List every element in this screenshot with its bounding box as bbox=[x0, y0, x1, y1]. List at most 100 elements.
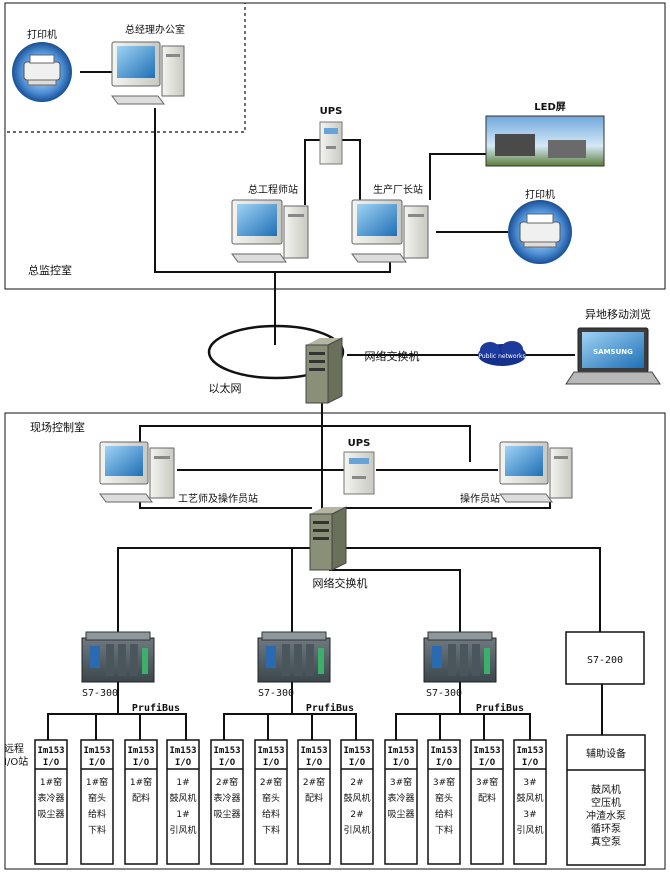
chief-engineer-pc bbox=[231, 199, 309, 263]
io-module-io: I/O bbox=[349, 758, 366, 768]
printer-top-label: 打印机 bbox=[27, 28, 57, 41]
public-networks-label: Public networks bbox=[478, 353, 525, 360]
aux-item: 循环泵 bbox=[591, 822, 621, 835]
io-module-model: Im153 bbox=[473, 746, 500, 756]
printer-right-label: 打印机 bbox=[525, 188, 555, 201]
field-control-border bbox=[4, 412, 666, 870]
public-network-cloud: Public networks bbox=[478, 341, 526, 366]
io-module-model: Im153 bbox=[387, 746, 414, 756]
gm-office-border bbox=[7, 3, 246, 133]
io-module-line: 表冷器 bbox=[37, 792, 64, 804]
operator-station-label: 操作员站 bbox=[460, 492, 500, 505]
io-module-line: 引风机 bbox=[343, 824, 370, 836]
io-module-line: 配料 bbox=[478, 792, 496, 804]
io-module-model: Im153 bbox=[257, 746, 284, 756]
chief-engineer-label: 总工程师站 bbox=[248, 183, 298, 196]
remote-io-label-1: 远程 bbox=[4, 743, 24, 755]
io-module-io: I/O bbox=[133, 758, 150, 768]
io-module-line: 窑头 bbox=[88, 792, 106, 804]
engineer-operator-pc bbox=[99, 441, 175, 503]
aux-title: 辅助设备 bbox=[586, 747, 626, 760]
io-module-line: 3#窑 bbox=[433, 776, 455, 788]
io-module-box bbox=[470, 739, 504, 865]
bus-label-3: PrufiBus bbox=[476, 702, 524, 714]
remote-io-label-2: I/O站 bbox=[4, 755, 28, 768]
plc-label-1: S7-300 bbox=[82, 688, 118, 699]
io-module-line: 吸尘器 bbox=[387, 809, 414, 820]
io-module-line: 引风机 bbox=[169, 824, 196, 836]
ups-top-label: UPS bbox=[320, 106, 343, 117]
io-module-line: 下料 bbox=[262, 824, 280, 836]
operator-pc bbox=[499, 441, 573, 503]
io-module-line: 鼓风机 bbox=[516, 792, 543, 804]
io-module-model: Im153 bbox=[343, 746, 370, 756]
plc-label-3: S7-300 bbox=[426, 688, 462, 699]
switch-mid-label: 网络交换机 bbox=[313, 576, 368, 590]
io-module-box bbox=[384, 739, 418, 865]
laptop-brand: SAMSUNG bbox=[593, 348, 633, 356]
io-module-box bbox=[297, 739, 331, 865]
io-module-io: I/O bbox=[89, 758, 106, 768]
bus-label-1: PrufiBus bbox=[132, 702, 180, 714]
switch-mid bbox=[309, 506, 347, 571]
plc-label-2: S7-300 bbox=[258, 688, 294, 699]
plc-unit-3 bbox=[423, 631, 497, 683]
io-module-line: 1#窑 bbox=[86, 776, 108, 788]
io-module-line: 给料 bbox=[435, 808, 453, 820]
io-module-io: I/O bbox=[219, 758, 236, 768]
io-module-line: 表冷器 bbox=[213, 792, 240, 804]
laptop: SAMSUNG bbox=[565, 327, 661, 385]
io-module-model: Im153 bbox=[37, 746, 64, 756]
io-module-model: Im153 bbox=[300, 746, 327, 756]
io-module-line: 2# bbox=[350, 778, 363, 788]
plc-unit-1 bbox=[81, 631, 155, 683]
io-module-box bbox=[34, 739, 68, 865]
aux-item: 冲渣水泵 bbox=[586, 809, 626, 822]
io-module-line: 1#窑 bbox=[40, 776, 62, 788]
io-module-io: I/O bbox=[479, 758, 496, 768]
io-module-line: 窑头 bbox=[435, 792, 453, 804]
ethernet-label: 以太网 bbox=[209, 382, 242, 395]
ethernet-ring bbox=[207, 324, 345, 380]
io-module-box bbox=[80, 739, 114, 865]
io-module-box bbox=[254, 739, 288, 865]
io-module-line: 3# bbox=[523, 810, 536, 820]
central-control-label: 总监控室 bbox=[28, 263, 72, 277]
io-module-line: 吸尘器 bbox=[37, 809, 64, 820]
switch-top bbox=[305, 337, 343, 404]
io-module-box bbox=[513, 739, 547, 865]
io-module-line: 下料 bbox=[88, 824, 106, 836]
io-module-line: 1#窑 bbox=[130, 776, 152, 788]
io-module-box bbox=[340, 739, 374, 865]
io-module-line: 窑头 bbox=[262, 792, 280, 804]
io-module-line: 鼓风机 bbox=[169, 792, 196, 804]
io-module-model: Im153 bbox=[430, 746, 457, 756]
aux-item: 真空泵 bbox=[591, 835, 621, 848]
io-module-line: 3# bbox=[523, 778, 536, 788]
field-control-label: 现场控制室 bbox=[30, 420, 85, 434]
factory-director-pc bbox=[351, 199, 429, 263]
io-module-line: 鼓风机 bbox=[343, 792, 370, 804]
io-module-line: 1# bbox=[176, 810, 189, 820]
ups-mid-label: UPS bbox=[348, 438, 371, 449]
switch-top-label: 网络交换机 bbox=[365, 349, 420, 363]
aux-item: 鼓风机 bbox=[591, 783, 621, 796]
io-modules: Im153I/O1#窑表冷器吸尘器Im153I/O1#窑窑头给料下料Im153I… bbox=[34, 739, 547, 865]
io-module-model: Im153 bbox=[169, 746, 196, 756]
ups-top bbox=[319, 121, 343, 165]
s7-200-box bbox=[565, 631, 645, 685]
